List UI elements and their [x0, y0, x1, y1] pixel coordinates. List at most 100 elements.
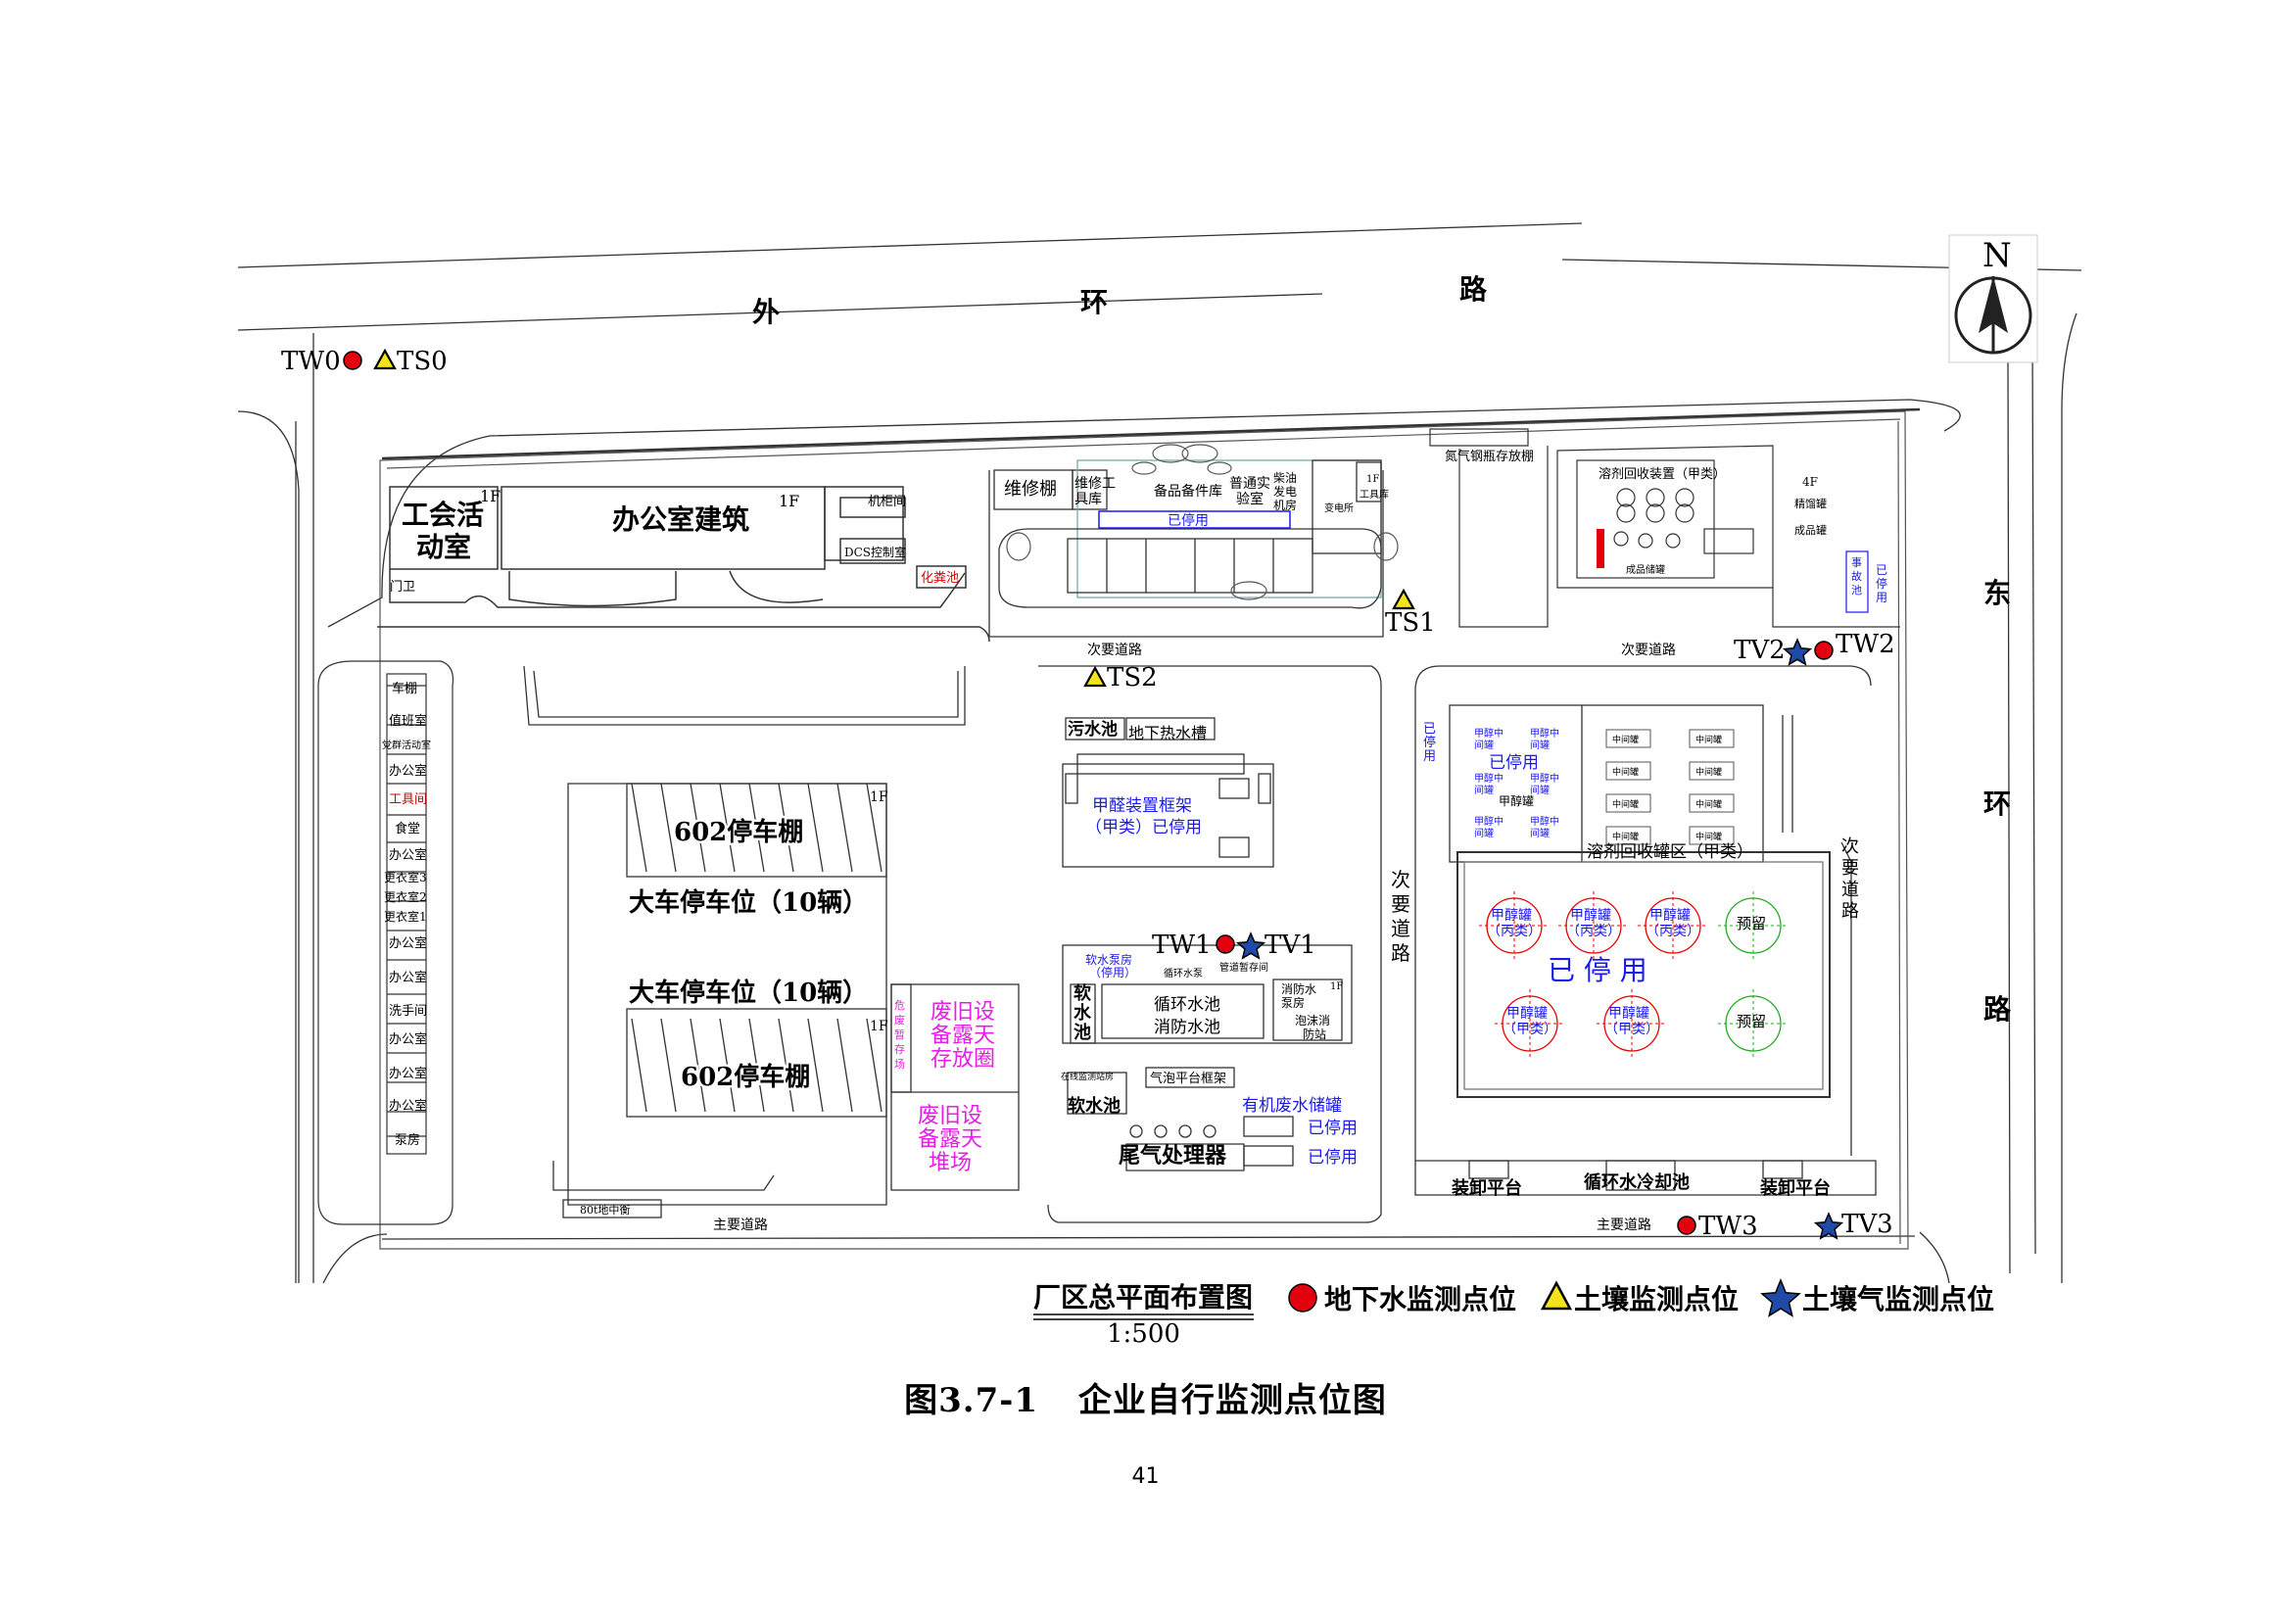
soft-water-pool-2-label: 软水池	[1068, 1095, 1121, 1117]
legend-soil-label: 土壤监测点位	[1574, 1283, 1739, 1315]
tail-gas-label: 尾气处理器	[1119, 1143, 1227, 1169]
left-room-3: 党群活动室	[382, 739, 431, 751]
soil-marker-TS1: TS1	[1385, 588, 1436, 638]
soft-pool-char-1: 软	[1074, 982, 1091, 1004]
accident-stopped-char-2: 停	[1876, 576, 1887, 591]
left-room-8: 更衣室3	[384, 870, 427, 884]
fire-pump-floor: 1F	[1330, 981, 1343, 992]
soft-water-room-1: 软水泵房	[1085, 952, 1132, 967]
small-tank-5: 中间罐	[1612, 798, 1639, 810]
parking-floor-b: 1F	[870, 1019, 888, 1034]
left-room-16: 办公室	[389, 1098, 427, 1114]
gas-frame-label: 气泡平台框架	[1150, 1071, 1226, 1086]
waste-yard-b-line-1: 废旧设	[918, 1104, 982, 1128]
legend-title: 厂区总平面布置图	[1033, 1281, 1253, 1314]
finished-area-label: 成品储罐	[1626, 563, 1665, 576]
marker-label-TV2: TV2	[1734, 636, 1786, 665]
secondary-road-label-a: 次要道路	[1087, 643, 1142, 658]
accident-pool-char-1: 事	[1851, 556, 1862, 569]
soil-gas-marker-TV3: TV3	[1813, 1210, 1893, 1240]
waste-yard-side-1: 危	[894, 999, 905, 1012]
solvent-recovery-label: 溶剂回收装置（甲类）	[1599, 467, 1726, 482]
guard-label: 门卫	[390, 580, 415, 595]
left-room-14: 办公室	[389, 1031, 427, 1047]
north-arrow-letter: N	[1982, 236, 2012, 275]
online-room-label: 在线监测站房	[1061, 1071, 1114, 1082]
legend-groundwater-icon	[1288, 1283, 1317, 1313]
truck-parking-b: 大车停车位（10辆）	[629, 978, 868, 1008]
figure-number: 图3.7-1	[904, 1381, 1039, 1420]
foam-station-2: 防站	[1303, 1027, 1326, 1041]
legend-soil-gas-label: 土壤气监测点位	[1802, 1283, 1994, 1315]
methanol-small-a-2: 间罐	[1474, 739, 1494, 751]
east-road-label-1: 东	[1983, 577, 2011, 609]
big-stopped-label: 已 停 用	[1548, 954, 1647, 986]
small-tank-4: 中间罐	[1695, 766, 1722, 778]
underground-80t-label: 80t地中衡	[580, 1204, 630, 1217]
fire-pool-label: 消防水池	[1154, 1018, 1220, 1037]
small-tank-2: 中间罐	[1695, 734, 1722, 745]
fire-pump-room-1: 消防水	[1281, 981, 1316, 996]
methanol-tank-center: 甲醇罐	[1499, 793, 1534, 808]
parking-602-b: 602停车棚	[681, 1062, 810, 1092]
methanol-c2-line-2: （丙类）	[1566, 924, 1621, 939]
waste-yard-side-3: 暂	[894, 1028, 905, 1041]
tool-room-floor: 1F	[1366, 474, 1379, 485]
pipe-room-label: 管道暂存间	[1219, 961, 1268, 974]
methanol-small-c-1: 甲醇中	[1474, 772, 1503, 785]
methanol-small-b-1: 甲醇中	[1530, 727, 1559, 740]
machine-room-label: 机柜间	[868, 495, 906, 509]
methanol-c1-line-1: 甲醇罐	[1491, 907, 1532, 924]
union-hall-label-2: 动室	[416, 531, 471, 563]
methanol-a2-line-1: 甲醇罐	[1608, 1005, 1649, 1022]
groundwater-marker-TW1: TW1	[1152, 931, 1235, 960]
left-room-5: 工具间	[389, 792, 427, 807]
methanol-small-f-2: 间罐	[1530, 827, 1550, 839]
north-road-label-1: 外	[752, 296, 780, 328]
left-room-10: 更衣室1	[384, 909, 427, 924]
soil-marker-TS0: TS0	[373, 347, 448, 376]
organic-stopped-2: 已停用	[1308, 1148, 1358, 1168]
legend: 厂区总平面布置图 1:500 地下水监测点位 土壤监测点位 土壤气监测点位	[1033, 1278, 1994, 1349]
loading-platform-1: 装卸平台	[1452, 1177, 1522, 1199]
legend-soil-gas-icon	[1760, 1278, 1801, 1317]
union-hall-label-1: 工会活	[402, 499, 484, 531]
spare-parts-label: 备品备件库	[1154, 483, 1222, 500]
main-road-label-b: 主要道路	[1597, 1218, 1651, 1233]
methanol-c3-line-1: 甲醇罐	[1649, 907, 1691, 924]
legend-groundwater-label: 地下水监测点位	[1324, 1283, 1516, 1315]
general-lab-label-2: 验室	[1236, 491, 1264, 507]
dcs-label: DCS控制室	[844, 545, 906, 559]
main-road-label-a: 主要道路	[713, 1218, 768, 1233]
reserve-2: 预留	[1737, 1013, 1766, 1030]
accident-pool-char-2: 故	[1851, 569, 1862, 583]
fine-tank-label: 精馏罐	[1794, 497, 1827, 510]
methanol-small-f-1: 甲醇中	[1530, 815, 1559, 828]
parking-floor-a: 1F	[870, 789, 888, 805]
methanol-a1-line-1: 甲醇罐	[1506, 1005, 1548, 1022]
soft-pool-char-3: 池	[1074, 1022, 1091, 1043]
waste-yard-side-4: 存	[894, 1042, 905, 1056]
repair-shed-label: 维修棚	[1004, 479, 1057, 500]
waste-yard-side-5: 场	[894, 1057, 905, 1071]
secondary-road-vertical-b-3: 道	[1841, 880, 1859, 900]
groundwater-marker-TW3: TW3	[1677, 1212, 1758, 1241]
chem-pool-label: 化粪池	[921, 571, 959, 586]
office-building-label: 办公室建筑	[612, 503, 749, 536]
north-road-label-2: 环	[1080, 286, 1108, 318]
nitrogen-shed-label: 氮气钢瓶存放棚	[1445, 449, 1534, 464]
methanol-a1-line-2: （甲类）	[1503, 1022, 1557, 1037]
repair-tools-label-1: 维修工	[1074, 476, 1116, 492]
organic-waste-label: 有机废水储罐	[1242, 1096, 1342, 1116]
small-tank-7: 中间罐	[1612, 831, 1639, 842]
tank-area-side-stopped-3: 用	[1423, 749, 1436, 764]
waste-yard-b-line-2: 备露天	[918, 1127, 982, 1152]
accident-pool-char-3: 池	[1851, 584, 1862, 597]
left-room-15: 办公室	[389, 1066, 427, 1081]
methanol-small-c-2: 间罐	[1474, 784, 1494, 796]
marker-label-TW0: TW0	[281, 347, 341, 376]
soil-gas-marker-TV1: TV1	[1235, 931, 1316, 960]
general-lab-label-1: 普通实	[1229, 476, 1270, 492]
